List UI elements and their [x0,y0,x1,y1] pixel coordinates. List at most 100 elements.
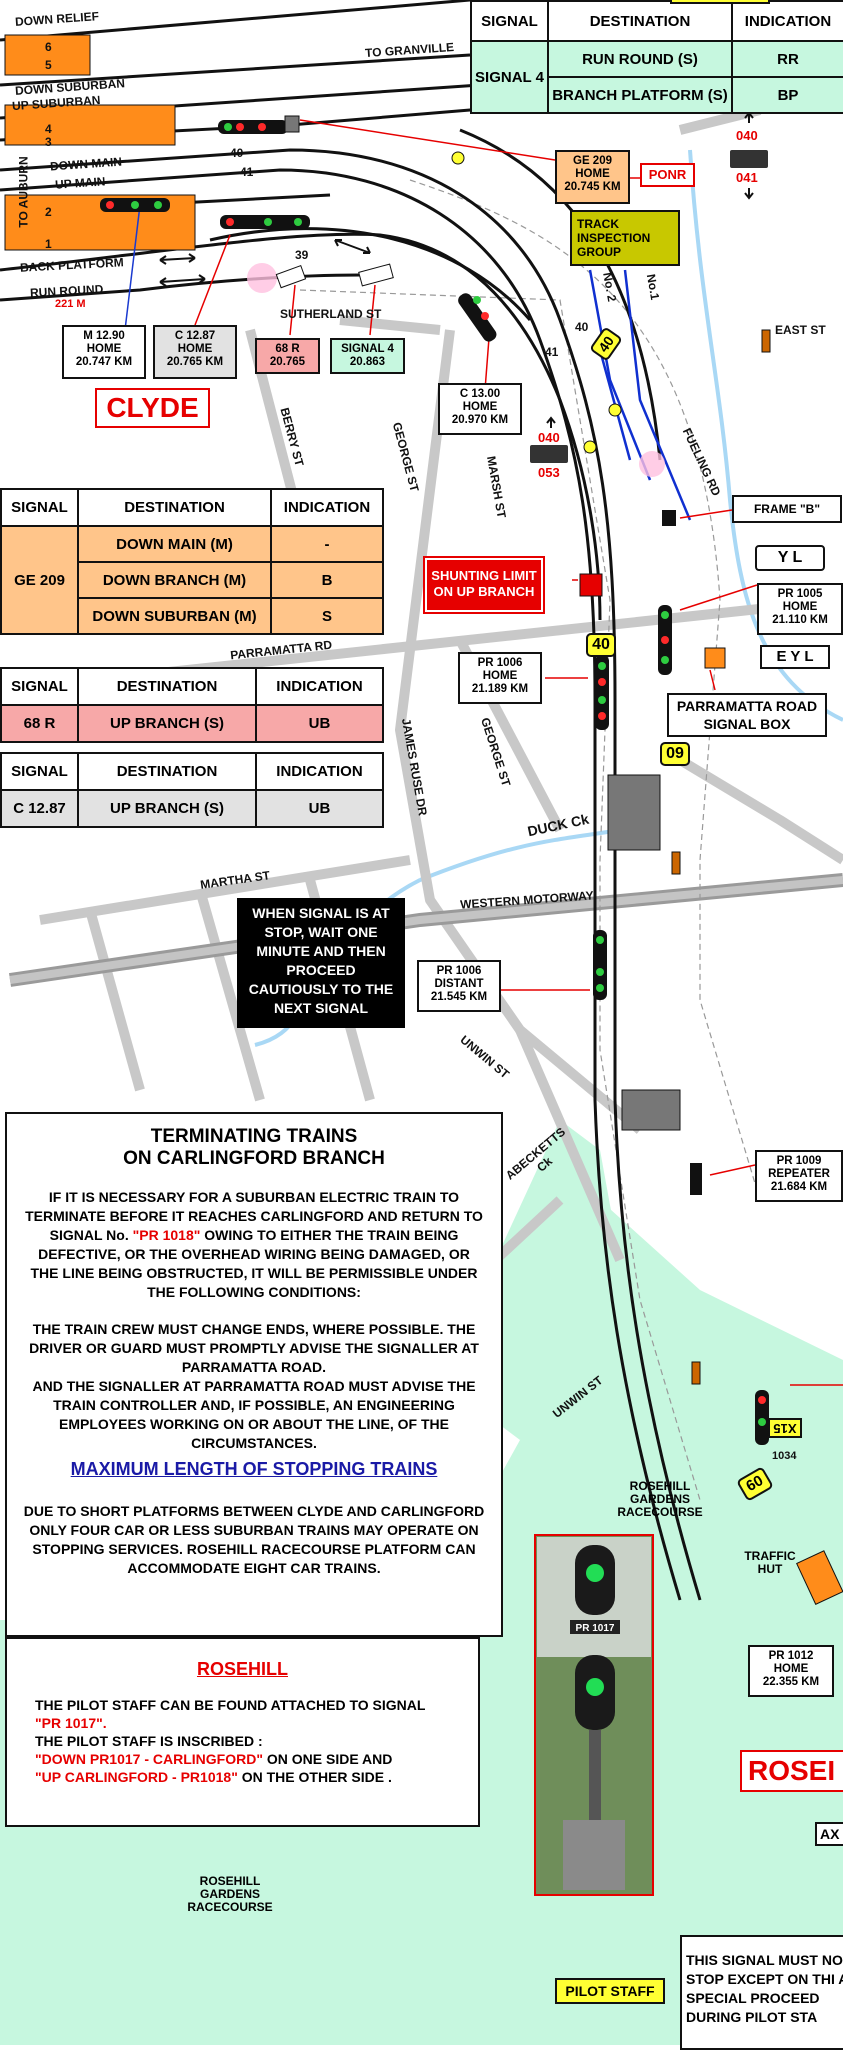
signal-km: 22.355 KM [762,1676,820,1688]
leader-frame-b [679,509,733,519]
c1287-table: SIGNAL DESTINATION INDICATION C 12.87 UP… [0,752,384,828]
panel-line: THE PILOT STAFF CAN BE FOUND ATTACHED TO… [35,1697,426,1713]
table-header: INDICATION [255,752,384,791]
pilot-staff-label: PILOT STAFF [555,1978,665,2004]
signal-name: PR 1009 [776,1155,822,1167]
track-up-main [0,168,682,1601]
signal-4-box: SIGNAL 4 20.863 [330,338,405,374]
switch-dot-3 [583,440,597,454]
photo-plate-bg [570,1620,620,1634]
signal-name: C 12.87 [174,330,216,342]
signal-head-pr1006d [593,930,607,1000]
leader-ge209 [299,119,556,161]
signal-head-pr1006 [595,655,609,730]
signal-type: DISTANT [434,978,484,990]
ge209-table: SIGNAL DESTINATION INDICATION GE 209 DOW… [0,488,384,635]
track-inspection-box: TRACK INSPECTION GROUP [570,210,680,266]
signal-light-pr1005-1 [661,611,669,619]
signal-light-c1300-2 [481,312,489,320]
arrow-back-platform [159,253,196,265]
label-sutherland-st: SUTHERLAND ST [280,307,382,321]
photo-green-1 [586,1564,604,1582]
signal-type: HOME [782,601,818,613]
eyl-box: E Y L [760,645,830,669]
table-cell: UP BRANCH (S) [77,704,257,743]
table-header: INDICATION [270,488,384,527]
photo-plate: PR 1017 [576,1623,615,1634]
signal-name: 68 R [275,343,300,355]
label-track-40: 40 [230,146,244,160]
speed-sign: 09 [660,742,690,766]
parramatta-signal-box-label: PARRAMATTA ROAD SIGNAL BOX [667,693,827,737]
leader-c1287 [194,234,231,326]
switch-dot-2 [608,403,622,417]
panel-paragraph: IF IT IS NECESSARY FOR A SUBURBAN ELECTR… [23,1188,485,1302]
shunting-limit-box: SHUNTING LIMIT ON UP BRANCH [423,556,545,614]
table-cell: 68 R [0,704,79,743]
label-rosehill-gardens: ROSEHILL GARDENS RACECOURSE [617,1479,703,1519]
label-run-round-length: 221 M [55,298,86,310]
label-to-auburn: TO AUBURN [16,156,31,228]
radio-channel: 041 [736,170,758,185]
table-cell: BRANCH PLATFORM (S) [547,76,733,114]
table-cell: DOWN MAIN (M) [77,525,272,563]
platform-4-3 [4,104,176,146]
speed-sign-1034: 1034 [772,1450,797,1462]
panel-line: THE PILOT STAFF IS INSCRIBED : [35,1733,263,1749]
table-cell: DOWN BRANCH (M) [77,561,272,599]
signal-km: 21.684 KM [770,1181,828,1193]
platform-number: 6 [45,40,52,54]
signal-name: PR 1006 [477,657,523,669]
platform-number: 1 [45,237,52,251]
signal-light-pr1005-3 [661,656,669,664]
leader-pr1005 [679,584,758,611]
signal-km: 21.110 KM [772,614,828,626]
ax-label: AX [815,1822,843,1846]
signal-type: HOME [575,168,610,180]
signal-name: C 13.00 [459,388,501,400]
panel-title: TERMINATING TRAINS [150,1126,358,1147]
platform-number: 4 [45,122,52,136]
signal-km: 21.545 KM [430,991,488,1003]
label-track-41b: 41 [545,345,559,359]
signal-km: 20.970 KM [451,414,509,426]
inscription: "UP CARLINGFORD - PR1018" [35,1769,238,1785]
table-header: SIGNAL [0,667,79,706]
road-george-1 [339,315,441,335]
pilot-staff-notice: THIS SIGNAL MUST NO STOP EXCEPT ON THI A… [680,1935,843,2050]
inscription: "DOWN PR1017 - CARLINGFORD" [35,1751,263,1767]
panel-title: ON CARLINGFORD BRANCH [123,1148,385,1169]
panel-subtitle: MAXIMUM LENGTH OF STOPPING TRAINS [70,1459,438,1479]
signal-light-m1290-2 [131,201,139,209]
rosehill-pilot-panel: ROSEHILL THE PILOT STAFF CAN BE FOUND AT… [5,1637,480,1827]
label-rosehill-gardens-2: ROSEHILL GARDENS RACECOURSE [187,1874,273,1914]
platform-6-5 [4,34,91,76]
signal-head-c1300 [458,293,497,342]
ponr-box: PONR [640,163,695,187]
table-header: DESTINATION [77,752,257,791]
speed-sign: 40 [586,633,616,657]
signal-pr1009-box: PR 1009 REPEATER 21.684 KM [755,1150,843,1202]
signal-light-pr1006d-2 [596,968,604,976]
signal-km: 20.863 [349,356,386,368]
boundary-lines [299,179,761,1501]
pink-marker-1 [247,263,277,293]
panel-line: "UP CARLINGFORD - PR1018" ON THE OTHER S… [35,1768,450,1786]
table-cell: UB [255,789,384,828]
signal-light-pr1012-1 [758,1396,766,1404]
fueling-tracks [588,269,692,521]
label-east-st: EAST ST [775,323,826,337]
table-cell: RR [731,40,843,78]
table-cell-signal: SIGNAL 4 [470,40,549,114]
marker-b [691,1361,701,1385]
boundary-east [409,179,761,1201]
leader-lines [194,119,843,1386]
signal-type: HOME [462,401,498,413]
signal-pr1006-box: PR 1006 HOME 21.189 KM [458,652,542,704]
track-fueling-1 [588,269,652,481]
signal-km: 20.745 KM [564,181,621,193]
signal-name: M 12.90 [83,330,125,342]
signal-light-ge209-2 [236,123,244,131]
signal-type: REPEATER [768,1168,830,1180]
road-james-ruse [395,329,644,1134]
